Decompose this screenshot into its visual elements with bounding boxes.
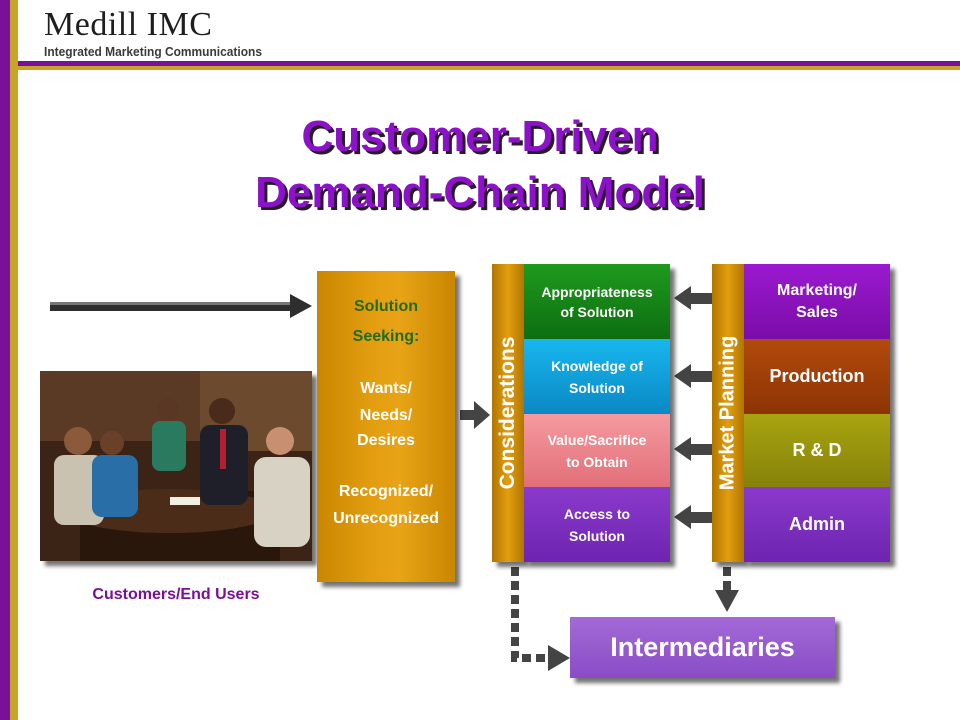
intermediaries-label: Intermediaries <box>610 632 795 662</box>
market-planning-label: Market Planning <box>716 335 739 491</box>
customers-meeting-photo <box>40 371 312 561</box>
market-planning-label-strip: Market Planning <box>712 264 744 562</box>
left-border-purple <box>0 0 10 720</box>
planning-marketing-line1: Marketing/ <box>776 281 857 299</box>
considerations-panel: Appropriateness of Solution Knowledge of… <box>524 264 670 562</box>
planning-arrow-2 <box>674 364 712 388</box>
input-arrow <box>50 294 312 318</box>
solution-item-desires: Desires <box>357 432 415 449</box>
consideration-appropriateness-line2: of Solution <box>560 303 634 320</box>
consideration-knowledge-line1: Knowledge of <box>551 357 643 374</box>
consideration-value-line2: to Obtain <box>566 453 628 470</box>
market-planning-panel: Marketing/ Sales Production R & D Admin <box>744 264 890 562</box>
consideration-access: Access to Solution <box>524 487 670 562</box>
considerations-label-strip: Considerations <box>492 264 524 562</box>
intermediaries-box: Intermediaries <box>570 617 835 678</box>
consideration-value-line1: Value/Sacrifice <box>547 431 647 448</box>
planning-marketing-line2: Sales <box>796 303 838 321</box>
slide-title-line2: Demand-Chain Model <box>255 168 705 217</box>
planning-production-label: Production <box>769 366 865 386</box>
logo-title: Medill IMC <box>44 6 213 43</box>
considerations-to-intermediaries-connector <box>511 567 570 671</box>
slide-title-line1: Customer-Driven <box>301 112 659 161</box>
left-border-gold <box>10 0 18 720</box>
consideration-knowledge-line2: Solution <box>569 379 625 396</box>
solution-item-needs: Needs/ <box>359 407 413 424</box>
header-rule-gold <box>18 66 960 70</box>
consideration-appropriateness-line1: Appropriateness <box>541 283 653 300</box>
solution-to-considerations-arrow <box>460 401 490 429</box>
planning-admin-label: Admin <box>789 514 845 534</box>
solution-item-recognized: Recognized/ <box>338 483 434 500</box>
planning-arrow-1 <box>674 286 712 310</box>
logo-subtitle: Integrated Marketing Communications <box>44 44 262 59</box>
solution-heading-2: Seeking: <box>352 328 420 345</box>
consideration-knowledge: Knowledge of Solution <box>524 339 670 414</box>
planning-rd-label: R & D <box>792 440 842 460</box>
solution-seeking-box: Solution Seeking: Wants/ Needs/ Desires … <box>317 271 455 582</box>
header-rule-purple <box>18 61 960 66</box>
solution-item-wants: Wants/ <box>360 380 412 397</box>
considerations-label: Considerations <box>496 336 519 490</box>
customers-caption: Customers/End Users <box>92 586 260 603</box>
consideration-value-sacrifice: Value/Sacrifice to Obtain <box>524 414 670 487</box>
planning-r-and-d: R & D <box>744 414 890 487</box>
planning-to-intermediaries-connector <box>715 567 739 612</box>
planning-arrow-3 <box>674 437 712 461</box>
consideration-access-line2: Solution <box>569 527 625 544</box>
planning-arrow-4 <box>674 505 712 529</box>
planning-marketing-sales: Marketing/ Sales <box>744 264 890 339</box>
consideration-access-line1: Access to <box>563 505 631 522</box>
solution-item-unrecognized: Unrecognized <box>333 510 439 527</box>
solution-heading-1: Solution <box>354 298 418 315</box>
consideration-appropriateness: Appropriateness of Solution <box>524 264 670 339</box>
planning-admin: Admin <box>744 487 890 562</box>
planning-production: Production <box>744 339 890 414</box>
